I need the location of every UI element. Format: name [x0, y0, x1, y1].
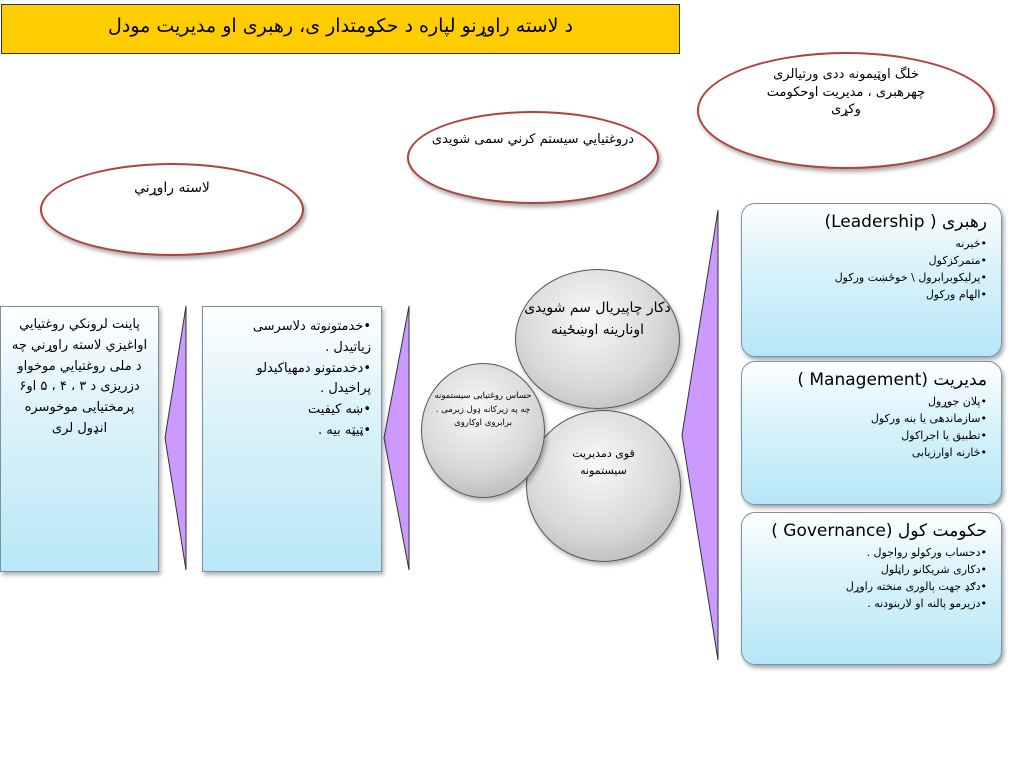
governance-item: دکاری شریکانو راټلول	[756, 561, 987, 578]
management-list: پلان جوړول سازماندهی یا بنه ورکول تطبیق …	[756, 393, 987, 461]
services-item: دخدمتونو دمهیاکیدلو پراخیدل .	[213, 359, 371, 401]
management-systems-text: قوی دمدیریت سیستمونه	[572, 447, 635, 478]
services-list: خدمتونوته دلاسرسی زیاتیدل . دخدمتونو دمه…	[213, 317, 371, 442]
people-ellipse: خلگ اوټیمونه ددی ورتیالری چهرهبری ، مدیر…	[697, 52, 995, 169]
people-label: خلگ اوټیمونه ددی ورتیالری چهرهبری ، مدیر…	[766, 67, 926, 118]
left-arrow-shape	[164, 305, 187, 571]
health-systems-text: حساس روغتیایی سیستمونه چه په زیرکانه ډول…	[434, 391, 532, 429]
governance-box: حکومت کول (Governance ) دحساب ورکولو روا…	[741, 512, 1002, 665]
governance-item: دزیرمو پالنه او لاربنودنه .	[756, 595, 987, 612]
governance-heading: حکومت کول (Governance )	[771, 521, 987, 541]
management-item: څارنه اوارزیابی	[756, 444, 987, 461]
leadership-heading: رهبری ( Leadership)	[824, 212, 987, 232]
page-title: د لاسته راوړنو لپاره د حکومتدار ی، رهبری…	[1, 4, 680, 54]
governance-list: دحساب ورکولو رواجول . دکاری شریکانو راټل…	[756, 544, 987, 612]
management-box: مدیریت (Management ) پلان جوړول سازمانده…	[741, 361, 1002, 505]
system-label: دروغتيايي سيستم کرني سمی شویدی	[431, 132, 635, 147]
middle-arrow-shape	[383, 305, 410, 571]
system-ellipse: دروغتيايي سيستم کرني سمی شویدی	[407, 111, 659, 204]
outcomes-text: پاینت لرونکي روغتیايي اواغیزي لاسته راوړ…	[11, 317, 148, 436]
achievement-ellipse: لاسته راوړني	[40, 163, 304, 256]
leadership-item: څیرنه	[756, 235, 987, 252]
work-environment-text: دکار چاپیریال سم شویدی اونارینه اوښځینه	[524, 300, 671, 338]
services-box: خدمتونوته دلاسرسی زیاتیدل . دخدمتونو دمه…	[202, 306, 382, 572]
leadership-list: څیرنه متمرکزکول پرلیکوبرابرول \ خوځښت ور…	[756, 235, 987, 303]
services-item: ټیټه بیه .	[213, 421, 371, 442]
management-item: سازماندهی یا بنه ورکول	[756, 410, 987, 427]
leadership-item: پرلیکوبرابرول \ خوځښت ورکول	[756, 269, 987, 286]
leadership-item: الهام ورکول	[756, 286, 987, 303]
services-item: ښه کیفیت	[213, 400, 371, 421]
management-systems-circle: قوی دمدیریت سیستمونه	[526, 410, 681, 562]
governance-item: دحساب ورکولو رواجول .	[756, 544, 987, 561]
services-item: خدمتونوته دلاسرسی زیاتیدل .	[213, 317, 371, 359]
leadership-box: رهبری ( Leadership) څیرنه متمرکزکول پرلی…	[741, 203, 1002, 357]
work-environment-circle: دکار چاپیریال سم شویدی اونارینه اوښځینه	[515, 269, 680, 409]
management-heading: مدیریت (Management )	[797, 370, 987, 390]
governance-item: دګډ جهت پالوری منخته راوړل	[756, 578, 987, 595]
management-item: تطبیق یا اجراکول	[756, 427, 987, 444]
right-arrow-shape	[681, 209, 719, 661]
leadership-item: متمرکزکول	[756, 252, 987, 269]
outcomes-box: پاینت لرونکي روغتیايي اواغیزي لاسته راوړ…	[0, 306, 159, 572]
health-systems-circle: حساس روغتیایی سیستمونه چه په زیرکانه ډول…	[421, 363, 545, 498]
management-item: پلان جوړول	[756, 393, 987, 410]
achievement-label: لاسته راوړني	[134, 180, 210, 196]
